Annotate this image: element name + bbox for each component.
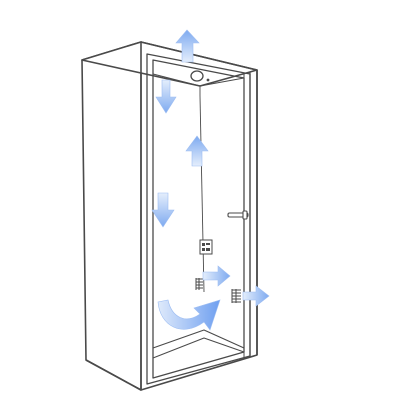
intake-grille — [195, 278, 203, 290]
door-handle — [227, 210, 249, 220]
glass-door — [146, 53, 251, 385]
airflow-arrow-curved — [157, 299, 221, 331]
airflow-arrow-up-exhaust — [175, 29, 200, 63]
control-panel — [199, 239, 213, 255]
cabinet-side-panel — [81, 41, 142, 391]
exhaust-grille — [231, 289, 241, 303]
interior-floor — [152, 329, 245, 349]
airflow-arrow-up-middle — [185, 135, 209, 167]
airflow-arrow-down-middle — [151, 192, 175, 228]
airflow-arrow-down-top — [155, 79, 177, 114]
ceiling-light — [190, 70, 210, 82]
interior-floor-edge — [152, 337, 245, 359]
airflow-arrow-right-intake — [202, 265, 231, 287]
airflow-arrow-right-exhaust — [242, 285, 270, 307]
interior-back-corner — [199, 95, 205, 293]
door-frame-outer — [146, 53, 251, 385]
cabinet-base-edge — [85, 359, 142, 391]
